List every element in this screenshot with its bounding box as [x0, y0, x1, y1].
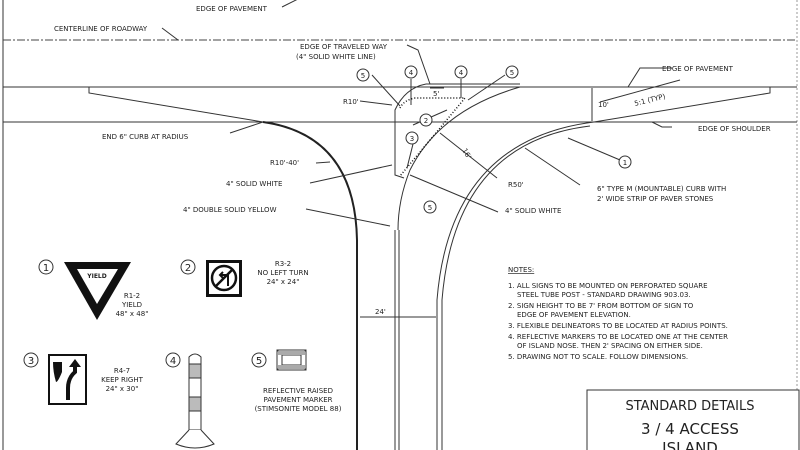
svg-text:5: 5: [361, 72, 365, 80]
svg-text:5: 5: [256, 356, 262, 367]
svg-text:2: 2: [185, 263, 191, 274]
right-curb-inner: [441, 125, 591, 450]
title-line-3: ISLAND: [662, 439, 718, 450]
keep-right-size: 24" x 30": [106, 385, 139, 393]
yield-name: YIELD: [121, 301, 142, 309]
keep-right-name: KEEP RIGHT: [101, 376, 143, 384]
yield-size: 48" x 48": [116, 310, 149, 318]
svg-text:5: 5: [510, 69, 514, 77]
label-double-yellow: 4" DOUBLE SOLID YELLOW: [183, 206, 277, 214]
leader-lines: [161, 0, 681, 227]
marker-label-3: (STIMSONITE MODEL 88): [255, 405, 342, 413]
callout-circles: [23, 65, 632, 368]
svg-text:4: 4: [459, 69, 464, 77]
label-r10: R10': [343, 98, 359, 106]
label-curb-note-1: 6" TYPE M (MOUNTABLE) CURB WITH: [597, 185, 726, 193]
svg-text:1: 1: [623, 159, 627, 167]
svg-text:4: 4: [170, 356, 176, 367]
svg-text:4: 4: [409, 69, 414, 77]
note-2: 2. SIGN HEIGHT TO BE 7' FROM BOTTOM OF S…: [508, 302, 694, 310]
no-left-code: R3-2: [275, 260, 291, 268]
label-edge-of-pavement-top: EDGE OF PAVEMENT: [196, 5, 268, 13]
title-line-1: STANDARD DETAILS: [625, 399, 754, 414]
label-r50: R50': [508, 181, 524, 189]
label-edge-of-pavement-right: EDGE OF PAVEMENT: [662, 65, 734, 73]
note-4: 4. REFLECTIVE MARKERS TO BE LOCATED ONE …: [508, 333, 728, 341]
marker-label-1: REFLECTIVE RAISED: [263, 387, 333, 395]
note-4-cont: OF ISLAND NOSE. THEN 2' SPACING ON EITHE…: [517, 342, 703, 350]
title-block: [586, 389, 800, 450]
title-line-2: 3 / 4 ACCESS: [641, 420, 739, 438]
left-curb-radius: [262, 121, 358, 450]
left-taper: [88, 87, 264, 123]
label-edge-traveled-way: EDGE OF TRAVELED WAY: [300, 43, 388, 51]
note-3: 3. FLEXIBLE DELINEATORS TO BE LOCATED AT…: [508, 322, 728, 330]
dim-16: 16': [460, 147, 472, 160]
no-left-name: NO LEFT TURN: [257, 269, 308, 277]
notes-title: NOTES:: [508, 266, 534, 274]
svg-text:3: 3: [410, 135, 414, 143]
island-markers: [399, 97, 467, 177]
flexible-delineator-icon: [175, 353, 215, 449]
label-curb-note-2: 2' WIDE STRIP OF PAVER STONES: [597, 195, 714, 203]
callout-numbers: 5 4 4 5 2 3 5 1 1 2 3 4 5: [28, 69, 627, 367]
marker-label-2: PAVEMENT MARKER: [263, 396, 332, 404]
svg-text:YIELD: YIELD: [86, 273, 106, 280]
label-slope: 5:1 (TYP): [634, 92, 667, 108]
right-taper: [593, 87, 771, 123]
note-1-cont: STEEL TUBE POST - STANDARD DRAWING 903.0…: [517, 291, 691, 299]
label-edge-of-shoulder: EDGE OF SHOULDER: [698, 125, 771, 133]
raised-pavement-marker-icon: [276, 349, 307, 371]
keep-right-code: R4-7: [114, 367, 130, 375]
label-centerline: CENTERLINE OF ROADWAY: [54, 25, 148, 33]
island-right-edge: [397, 86, 521, 231]
notes-block: NOTES: 1. ALL SIGNS TO BE MOUNTED ON PER…: [508, 266, 728, 361]
label-solid-white-left: 4" SOLID WHITE: [226, 180, 282, 188]
label-solid-white-right: 4" SOLID WHITE: [505, 207, 561, 215]
dim-10: 10': [598, 101, 609, 109]
svg-text:3: 3: [28, 356, 34, 367]
svg-text:1: 1: [43, 263, 49, 274]
no-left-turn-sign-icon: [206, 260, 242, 297]
keep-right-sign-icon: [48, 354, 87, 405]
dim-24: 24': [375, 308, 386, 316]
svg-text:2: 2: [424, 117, 428, 125]
svg-text:5: 5: [428, 204, 432, 212]
note-5: 5. DRAWING NOT TO SCALE. FOLLOW DIMENSIO…: [508, 353, 688, 361]
label-r10-40: R10'-40': [270, 159, 299, 167]
yield-code: R1-2: [124, 292, 140, 300]
note-1: 1. ALL SIGNS TO BE MOUNTED ON PERFORATED…: [508, 282, 708, 290]
no-left-size: 24" x 24": [267, 278, 300, 286]
yield-sign-icon: YIELD: [64, 262, 131, 320]
right-curb-outer: [436, 121, 595, 450]
dim-5: 5': [433, 90, 439, 98]
island-left-edge: [394, 83, 427, 179]
label-edge-traveled-way-2: (4" SOLID WHITE LINE): [296, 53, 376, 61]
note-2-cont: EDGE OF PAVEMENT ELEVATION.: [517, 311, 631, 319]
label-end-curb: END 6" CURB AT RADIUS: [102, 133, 189, 141]
